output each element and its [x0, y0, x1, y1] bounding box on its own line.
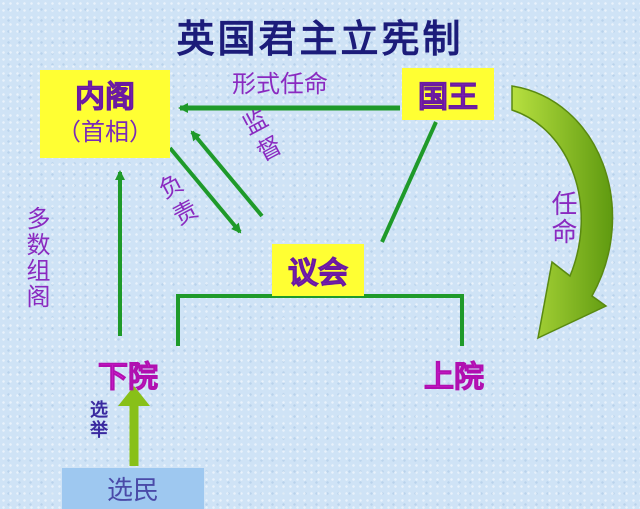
- lower-house-label: 下院: [98, 360, 159, 396]
- prime-minister-label: （首相）: [57, 118, 153, 146]
- line-king-to-parliament: [380, 121, 438, 243]
- king-box: 国王: [402, 68, 494, 120]
- appoint-label: 任命: [547, 190, 577, 246]
- diagram-title: 英国君主立宪制: [176, 16, 464, 61]
- big-arrow-king-to-upper: [511, 85, 614, 340]
- formal-appoint-label: 形式任命: [232, 70, 328, 98]
- arrow-voters-head: [118, 386, 150, 406]
- arrow-cabinet-responsible-parliament: [168, 146, 242, 234]
- cabinet-box: 内阁 （首相）: [40, 70, 170, 158]
- voters-box: 选民: [62, 468, 204, 509]
- majority-forms-cabinet-label: 多数组阁: [22, 206, 50, 310]
- arrow-parliament-supervise-cabinet: [190, 130, 264, 218]
- upper-house-label: 上院: [424, 360, 485, 396]
- parliament-box: 议会: [272, 244, 364, 296]
- elect-label: 选举: [87, 400, 108, 440]
- cabinet-label: 内阁: [75, 80, 136, 116]
- bracket-parliament-houses: [176, 294, 464, 346]
